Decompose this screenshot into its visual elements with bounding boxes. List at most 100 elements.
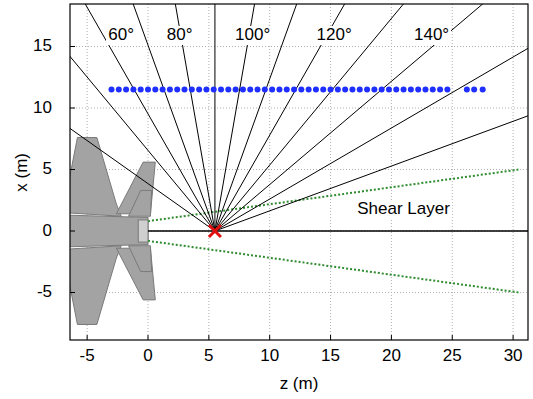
radiation-angle-line [215,63,528,231]
tick-label: -5 [80,347,95,366]
tick [70,231,75,232]
microphone [379,87,385,93]
aircraft [70,138,155,325]
grid-line [208,4,209,340]
tick-label: 25 [443,347,462,366]
microphone [269,87,275,93]
microphone [123,87,129,93]
radiation-angle-line [70,4,215,231]
microphone [422,87,428,93]
tick-label: 20 [382,347,401,366]
tick-label: -5 [37,283,52,302]
tick-label: 5 [43,160,52,179]
angle-label: 100° [233,26,272,45]
aircraft-part [70,215,148,247]
microphone [415,87,421,93]
tick [391,335,392,340]
microphone [471,87,477,93]
region-label: Shear Layer [355,200,452,219]
shear-layer-line [148,241,519,293]
microphone [203,87,209,93]
microphone [480,87,486,93]
microphone [464,87,470,93]
microphone [182,87,188,93]
angle-label: 60° [106,26,136,45]
grid-line [391,4,392,340]
axis-title: z (m) [280,375,319,394]
radiation-angle-line [215,4,381,231]
microphone [276,87,282,93]
tick [330,335,331,340]
microphone [444,87,450,93]
microphone [116,87,122,93]
tick-label: 30 [504,347,523,366]
grid-line [70,108,528,109]
jet-axis [148,230,528,232]
microphone [408,87,414,93]
microphone [298,87,304,93]
tick-label: 0 [43,222,52,241]
tick [70,169,75,170]
microphone [196,87,202,93]
angle-label: 80° [165,26,195,45]
microphone [211,87,217,93]
tick-label: 0 [143,347,152,366]
grid-line [513,4,514,340]
radiation-angle-line [70,4,215,231]
radiation-angle-line [70,4,215,231]
plot-area [70,4,528,340]
tick-label: 5 [204,347,213,366]
engine-nozzles [138,220,148,242]
microphone [364,87,370,93]
aircraft-part [70,138,121,217]
radiation-angle-line [215,4,528,231]
tick [148,335,149,340]
microphone [328,87,334,93]
microphone [357,87,363,93]
microphone [401,87,407,93]
shear-layer-line [148,170,519,222]
axes-frame [70,4,528,340]
microphone [233,87,239,93]
microphone [160,87,166,93]
microphone [225,87,231,93]
tick-label: 10 [260,347,279,366]
microphone [313,87,319,93]
radiation-angle-line [215,4,528,231]
microphone [430,87,436,93]
grid-line [330,4,331,340]
microphone [371,87,377,93]
microphone [306,87,312,93]
radiation-angle-line [70,4,215,231]
tick [269,335,270,340]
angle-label: 120° [315,26,354,45]
axis-title: x (m) [13,153,32,192]
tick [70,46,75,47]
tick [513,335,514,340]
microphone [167,87,173,93]
microphone [255,87,261,93]
microphone [320,87,326,93]
microphone [138,87,144,93]
microphone [342,87,348,93]
microphone [240,87,246,93]
microphone [291,87,297,93]
microphone [189,87,195,93]
microphone [108,87,114,93]
microphone [335,87,341,93]
radiation-angle-line [215,4,458,231]
tick [208,335,209,340]
microphone [247,87,253,93]
tick-label: 10 [33,99,52,118]
microphone [262,87,268,93]
tick [70,292,75,293]
radiation-angle-line [215,4,528,231]
microphone [174,87,180,93]
microphone [349,87,355,93]
microphone [386,87,392,93]
microphone [130,87,136,93]
grid-line [70,46,528,47]
grid-line [269,4,270,340]
